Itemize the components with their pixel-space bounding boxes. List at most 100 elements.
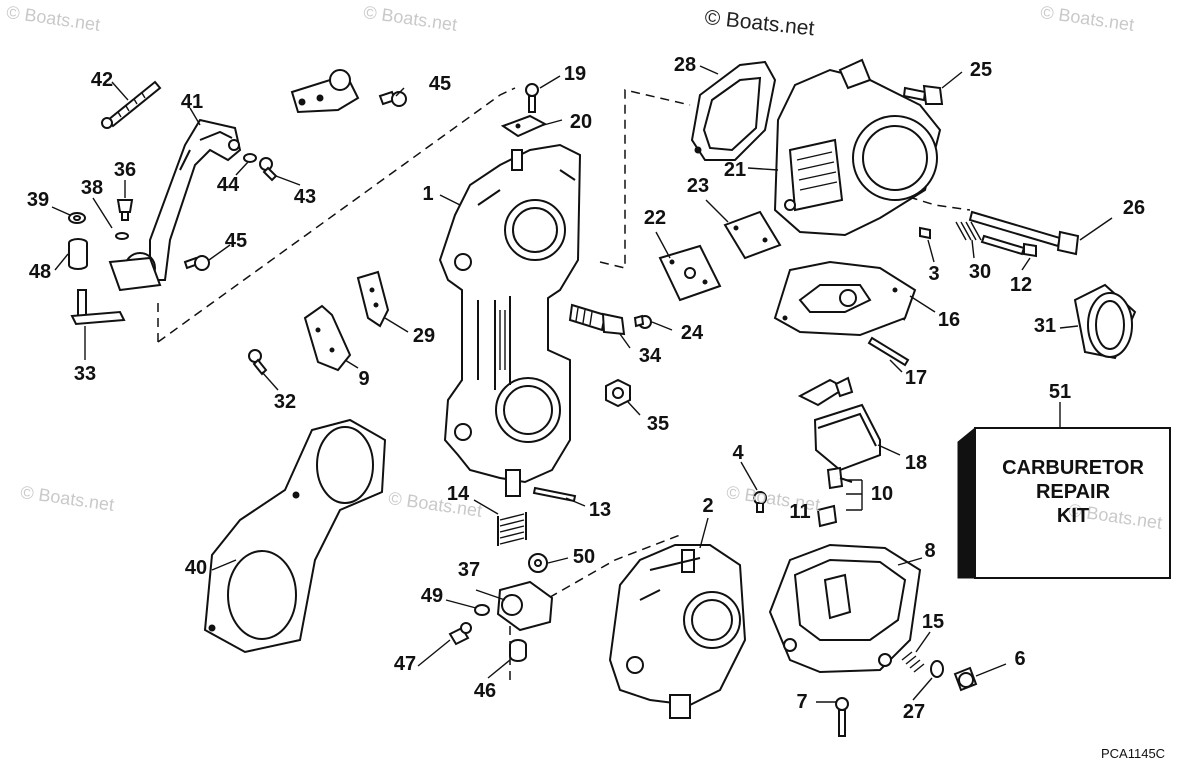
callout-24: 24 — [680, 322, 704, 344]
callout-38: 38 — [80, 177, 104, 199]
bushing-part-46 — [509, 639, 527, 662]
screw-part-32 — [248, 349, 268, 376]
screw-part-7 — [835, 697, 849, 737]
callout-8: 8 — [924, 540, 936, 562]
callout-18: 18 — [904, 452, 928, 474]
washer-part-39 — [68, 212, 86, 224]
needle-part-12 — [980, 234, 1037, 258]
callout-6: 6 — [1014, 648, 1026, 670]
callout-1: 1 — [422, 183, 434, 205]
washer-part-44 — [243, 153, 257, 163]
screw-part-24 — [633, 314, 652, 329]
float-bowl-part-8 — [768, 543, 922, 674]
air-intake-part-21 — [773, 58, 942, 237]
seat-part-11 — [816, 504, 838, 528]
spring-part-15 — [901, 651, 925, 673]
callout-19: 19 — [563, 63, 587, 85]
bolt-part-26 — [968, 210, 1080, 256]
callout-34: 34 — [638, 345, 662, 367]
carburetor-body-part-1 — [438, 143, 582, 497]
figure-code: PCA1145C — [1101, 746, 1166, 761]
plate-part-22 — [658, 244, 722, 302]
callout-9: 9 — [358, 368, 370, 390]
nut-part-50 — [528, 553, 548, 573]
callout-32: 32 — [273, 391, 297, 413]
callout-2: 2 — [702, 495, 714, 517]
repair-kit-box-51 — [957, 426, 1171, 579]
washer-part-27 — [930, 660, 944, 678]
callout-29: 29 — [412, 325, 436, 347]
callout-37: 37 — [457, 559, 481, 581]
pin-part-17 — [867, 336, 910, 367]
callout-46: 46 — [473, 680, 497, 702]
callout-4: 4 — [732, 442, 744, 464]
screw-part-36 — [116, 199, 134, 221]
carburetor-body-part-2 — [608, 544, 747, 719]
callout-48: 48 — [28, 261, 52, 283]
callout-45: 45 — [224, 230, 248, 252]
callout-35: 35 — [646, 413, 670, 435]
callout-22: 22 — [643, 207, 667, 229]
screw-part-4 — [753, 491, 767, 513]
callout-36: 36 — [113, 159, 137, 181]
throttle-arm-part-41 — [108, 118, 242, 292]
callout-12: 12 — [1009, 274, 1033, 296]
fitting-part-34 — [568, 303, 626, 336]
callout-11: 11 — [789, 501, 811, 523]
callout-21: 21 — [723, 159, 747, 181]
gasket-part-16 — [773, 260, 917, 337]
screw-part-25 — [902, 84, 944, 105]
callout-14: 14 — [446, 483, 470, 505]
bushing-part-48 — [68, 238, 88, 270]
kit-line-2: REPAIR — [1035, 481, 1111, 503]
callout-20: 20 — [569, 111, 593, 133]
callout-41: 41 — [180, 91, 204, 113]
callout-49: 49 — [420, 585, 444, 607]
callout-30: 30 — [968, 261, 992, 283]
gasket-part-40 — [203, 418, 387, 654]
ring-part-31 — [1073, 283, 1137, 360]
bracket-part-29 — [356, 270, 390, 328]
screw-part-3 — [919, 226, 931, 240]
callout-42: 42 — [90, 69, 114, 91]
callout-26: 26 — [1122, 197, 1146, 219]
nut-part-35 — [605, 378, 631, 408]
callout-10: 10 — [870, 483, 894, 505]
callout-45: 45 — [428, 73, 452, 95]
callout-39: 39 — [26, 189, 50, 211]
callout-33: 33 — [73, 363, 97, 385]
spring-part-14 — [497, 512, 527, 546]
washer-part-38 — [115, 232, 129, 240]
callout-23: 23 — [686, 175, 710, 197]
callout-25: 25 — [969, 59, 993, 81]
float-part-18 — [797, 376, 881, 472]
repair-kit-label: CARBURETOR REPAIR KIT — [975, 456, 1171, 528]
screw-part-45-top — [378, 90, 407, 107]
callout-3: 3 — [928, 263, 940, 285]
screw-part-45-lower — [183, 255, 210, 271]
screw-part-47 — [448, 622, 472, 646]
callout-7: 7 — [796, 691, 808, 713]
bracket-part-9 — [303, 304, 352, 372]
callout-15: 15 — [921, 611, 945, 633]
gasket-part-28 — [690, 60, 777, 161]
callout-16: 16 — [937, 309, 961, 331]
callout-28: 28 — [673, 54, 697, 76]
ball-joint-part-45-top — [290, 69, 360, 114]
kit-line-1: CARBURETOR — [1002, 457, 1144, 479]
plate-part-20 — [500, 114, 548, 138]
plug-part-6 — [953, 666, 978, 692]
plate-part-23 — [723, 210, 782, 260]
screw-part-42 — [101, 80, 162, 129]
callout-47: 47 — [393, 653, 417, 675]
cam-part-37 — [496, 580, 554, 632]
screw-part-19 — [525, 83, 539, 113]
needle-part-10 — [826, 466, 853, 490]
link-part-33 — [70, 289, 126, 326]
screw-part-43 — [259, 157, 278, 182]
callout-13: 13 — [588, 499, 612, 521]
kit-line-3: KIT — [1056, 505, 1090, 527]
callout-44: 44 — [216, 174, 240, 196]
callout-51: 51 — [1048, 381, 1072, 403]
callout-50: 50 — [572, 546, 596, 568]
